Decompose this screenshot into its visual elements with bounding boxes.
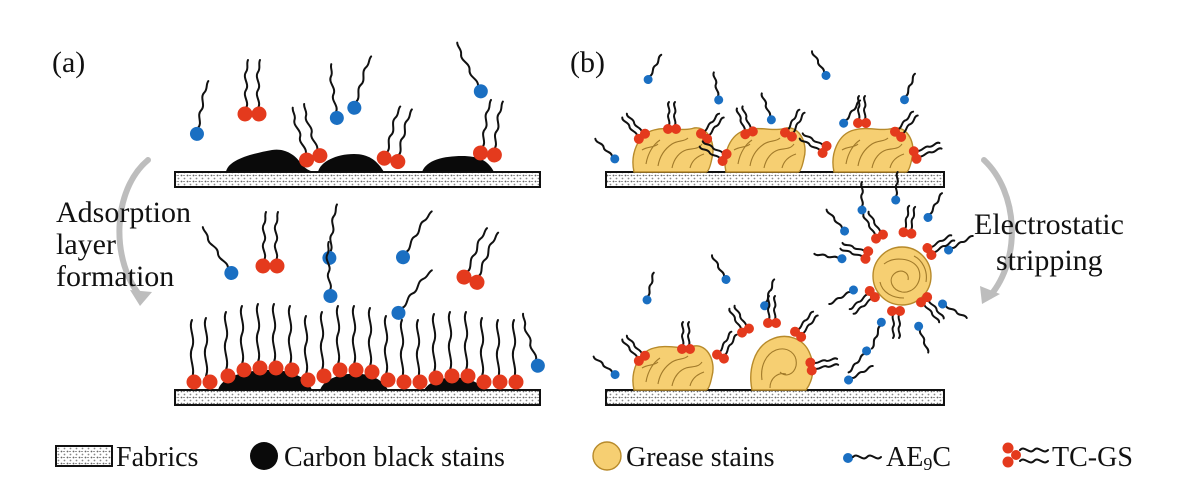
legend-carbon-label: Carbon black stains: [284, 442, 505, 473]
legend-fabrics: Fabrics: [55, 442, 198, 473]
legend: Fabrics Carbon black stains Grease stain…: [55, 441, 1133, 474]
fabric-bottom-a: [174, 389, 541, 406]
legend-ae9c: AE9C: [843, 442, 951, 474]
legend-ae9c-prefix: AE: [886, 442, 923, 473]
fabric-top-a: [174, 171, 541, 188]
legend-grease-label: Grease stains: [626, 442, 775, 473]
legend-ae9c-sub: 9: [923, 454, 932, 474]
adsorption-label-1: Adsorption: [56, 196, 191, 229]
electrostatic-label-2: stripping: [996, 244, 1103, 277]
panel-a-label: (a): [52, 46, 85, 79]
legend-ae9c-label: AE9C: [886, 442, 951, 474]
panel-b-label: (b): [570, 46, 605, 79]
adsorption-arrow: [116, 157, 152, 306]
legend-carbon: Carbon black stains: [250, 442, 505, 473]
legend-tcgs: TC-GS: [1002, 442, 1133, 473]
grease-stains-top-b: [632, 127, 914, 173]
legend-ae9c-suffix: C: [932, 442, 951, 473]
electrostatic-arrow: [980, 157, 1015, 304]
adsorption-label-2: layer: [56, 228, 116, 261]
fabric-bottom-b: [605, 389, 945, 406]
grease-stains-bottom-b: [632, 246, 932, 391]
adsorption-label-3: formation: [56, 260, 174, 293]
legend-fabrics-label: Fabrics: [116, 442, 198, 473]
legend-grease: Grease stains: [592, 441, 775, 473]
carbon-stains-top-a: [226, 149, 494, 172]
molecules-top-a: [187, 39, 511, 172]
fabric-top-b: [605, 171, 945, 188]
molecules-middle-a: [194, 202, 548, 376]
adsorption-layer-a: [186, 303, 524, 390]
electrostatic-label-1: Electrostatic: [974, 208, 1124, 241]
legend-tcgs-label: TC-GS: [1052, 442, 1133, 473]
